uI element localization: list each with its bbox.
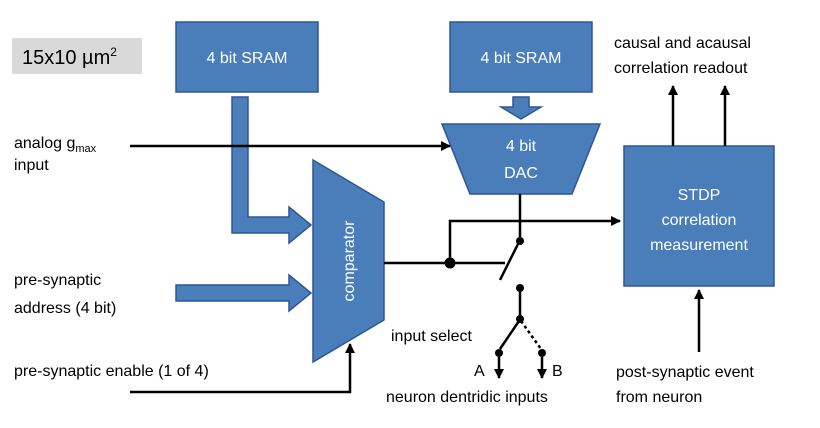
port-b-node [538,349,546,357]
analog-input-label-line2: input [14,157,49,174]
port-a-node [495,349,503,357]
comparator-to-stdp-line [448,216,621,263]
sram-left-label: 4 bit SRAM [207,50,288,67]
input-select-label: input select [391,328,472,345]
select-blade-a [498,320,521,350]
sram-right-label: 4 bit SRAM [481,50,562,67]
area-label-box [12,38,142,74]
enable-arrow [130,343,355,394]
readout-label-2: correlation readout [614,60,748,77]
dac-label-line1: 4 bit [506,138,537,155]
port-b-label: B [552,363,563,380]
stdp-label-line3: measurement [650,237,748,254]
area-label: 15x10 µm2 [22,45,117,69]
pre-syn-address-label-2: address (4 bit) [14,300,116,317]
pre-syn-address-label-1: pre-synaptic [14,272,101,289]
sram-left-block [175,21,319,93]
sram-to-dac-arrow [498,96,544,120]
address-to-comparator-arrow [175,273,313,313]
sram-right-block [449,21,593,93]
neuron-inputs-label: neuron dentridic inputs [386,389,548,406]
post-syn-label-2: from neuron [616,389,702,406]
switch-node-bottom [516,284,524,292]
post-syn-label-1: post-synaptic event [616,364,754,381]
sram-to-comparator-arrow [231,96,313,245]
dac-label-line2: DAC [504,165,538,182]
select-blade-b [519,320,543,350]
stdp-block [623,145,775,287]
comparator-label: comparator [341,220,358,302]
stdp-label-line1: STDP [678,187,721,204]
readout-label-1: causal and acausal [614,35,751,52]
switch-blade [498,241,521,281]
analog-input-label: analog gmax [14,135,97,155]
port-a-label: A [474,363,485,380]
pre-syn-enable-label: pre-synaptic enable (1 of 4) [14,363,209,380]
dac-block [440,123,602,195]
comparator-block [312,158,385,364]
stdp-label-line2: correlation [662,212,737,229]
